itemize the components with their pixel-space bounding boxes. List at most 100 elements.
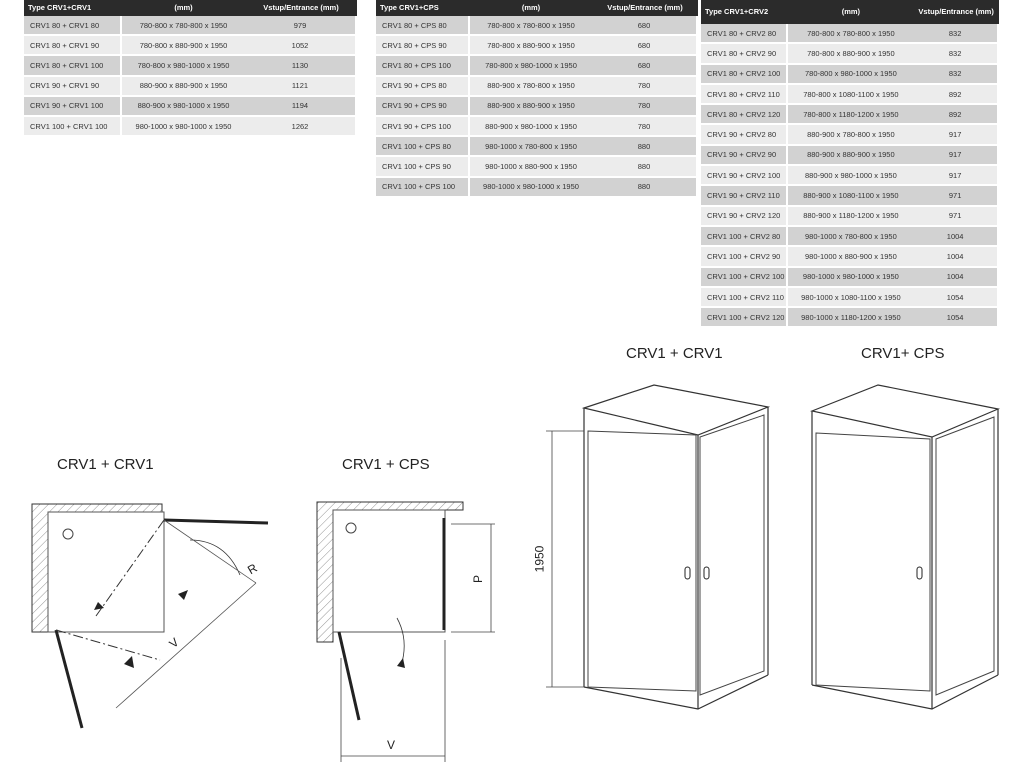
table-header-row: Type CRV1+CRV1 (mm) Vstup/Entrance (mm) (24, 0, 357, 16)
cell-dimensions: 880-900 x 880-900 x 1950 (470, 96, 592, 117)
plan-mid-title: CRV1 + CPS (342, 456, 430, 473)
entrance-label-mid: V (387, 738, 396, 752)
header-dimensions: (mm) (122, 0, 245, 16)
cell-dimensions: 880-900 x 980-1000 x 1950 (788, 166, 914, 187)
cell-type: CRV1 100 + CPS 90 (376, 157, 470, 178)
cell-entrance: 1130 (245, 56, 357, 77)
cell-type: CRV1 100 + CRV2 120 (701, 308, 789, 329)
cell-entrance: 971 (913, 186, 999, 207)
cell-entrance: 917 (913, 145, 999, 167)
cell-entrance: 832 (913, 64, 999, 85)
cell-entrance: 1262 (245, 116, 357, 138)
cell-entrance: 832 (913, 44, 999, 65)
cell-entrance: 832 (913, 24, 999, 45)
handle-icon (916, 566, 923, 580)
roof-outline (809, 384, 1001, 438)
cell-type: CRV1 90 + CPS 100 (376, 116, 470, 138)
cell-dimensions: 880-900 x 1180-1200 x 1950 (788, 206, 914, 227)
frame-edges (811, 409, 999, 709)
front-door-panel (587, 430, 697, 692)
elev-left-drawing (546, 384, 771, 710)
cell-entrance: 880 (592, 177, 698, 198)
cell-type: CRV1 100 + CRV2 90 (701, 247, 789, 268)
cell-dimensions: 980-1000 x 1180-1200 x 1950 (788, 308, 914, 329)
header-type: Type CRV1+CPS (376, 0, 470, 16)
cell-entrance: 880 (592, 157, 698, 178)
cell-entrance: 892 (913, 84, 999, 106)
cell-type: CRV1 100 + CRV2 110 (701, 287, 789, 309)
header-dimensions: (mm) (788, 0, 914, 24)
front-door-panel (815, 432, 931, 692)
radius-arc (189, 539, 241, 576)
entrance-dimension (340, 640, 446, 762)
cell-type: CRV1 90 + CPS 90 (376, 96, 470, 117)
cell-type: CRV1 80 + CRV2 120 (701, 105, 789, 126)
header-entrance: Vstup/Entrance (mm) (245, 0, 357, 16)
cell-entrance: 979 (245, 16, 357, 37)
cell-entrance: 1054 (913, 308, 999, 329)
cell-entrance: 780 (592, 96, 698, 117)
cell-dimensions: 880-900 x 780-800 x 1950 (788, 125, 914, 146)
plan-left-title: CRV1 + CRV1 (57, 456, 154, 473)
cell-type: CRV1 90 + CRV2 110 (701, 186, 789, 207)
plan-mid-drawing (316, 501, 495, 762)
table-crv1-crv1: Type CRV1+CRV1 (mm) Vstup/Entrance (mm) … (24, 0, 357, 138)
cell-type: CRV1 100 + CRV2 100 (701, 267, 789, 288)
cell-dimensions: 980-1000 x 880-900 x 1950 (788, 247, 914, 268)
header-dimensions: (mm) (470, 0, 592, 16)
panel-label: P (471, 574, 486, 584)
cell-dimensions: 980-1000 x 980-1000 x 1950 (470, 177, 592, 198)
cell-entrance: 1004 (913, 226, 999, 248)
cell-dimensions: 980-1000 x 880-900 x 1950 (470, 157, 592, 178)
cell-dimensions: 980-1000 x 980-1000 x 1950 (122, 116, 245, 138)
panel-dimension (451, 523, 495, 633)
elev-right-drawing (809, 384, 1001, 710)
arrow-icon (397, 658, 405, 668)
cell-entrance: 1004 (913, 247, 999, 268)
side-door-panel (699, 414, 765, 696)
cell-entrance: 780 (592, 116, 698, 138)
cell-type: CRV1 80 + CPS 80 (376, 16, 470, 37)
height-dimension (546, 430, 584, 688)
header-entrance: Vstup/Entrance (mm) (913, 0, 999, 24)
cell-type: CRV1 80 + CRV1 80 (24, 16, 122, 37)
cell-type: CRV1 80 + CRV2 110 (701, 84, 789, 106)
header-type: Type CRV1+CRV2 (701, 0, 789, 24)
cell-entrance: 1194 (245, 96, 357, 117)
corner-wall (31, 503, 163, 633)
cell-dimensions: 780-800 x 980-1000 x 1950 (788, 64, 914, 85)
cell-entrance: 680 (592, 56, 698, 77)
cell-type: CRV1 90 + CRV2 90 (701, 145, 789, 167)
cell-type: CRV1 90 + CRV1 100 (24, 96, 122, 117)
arrow-icon (94, 602, 104, 610)
cell-entrance: 1054 (913, 287, 999, 309)
cell-entrance: 780 (592, 76, 698, 97)
cell-entrance: 892 (913, 105, 999, 126)
door-open (337, 631, 361, 721)
cell-dimensions: 980-1000 x 980-1000 x 1950 (788, 267, 914, 288)
cell-dimensions: 880-900 x 780-800 x 1950 (470, 76, 592, 97)
swing-lines (55, 519, 165, 661)
cell-entrance: 917 (913, 166, 999, 187)
cell-dimensions: 880-900 x 880-900 x 1950 (122, 76, 245, 97)
cell-type: CRV1 80 + CRV1 90 (24, 36, 122, 57)
